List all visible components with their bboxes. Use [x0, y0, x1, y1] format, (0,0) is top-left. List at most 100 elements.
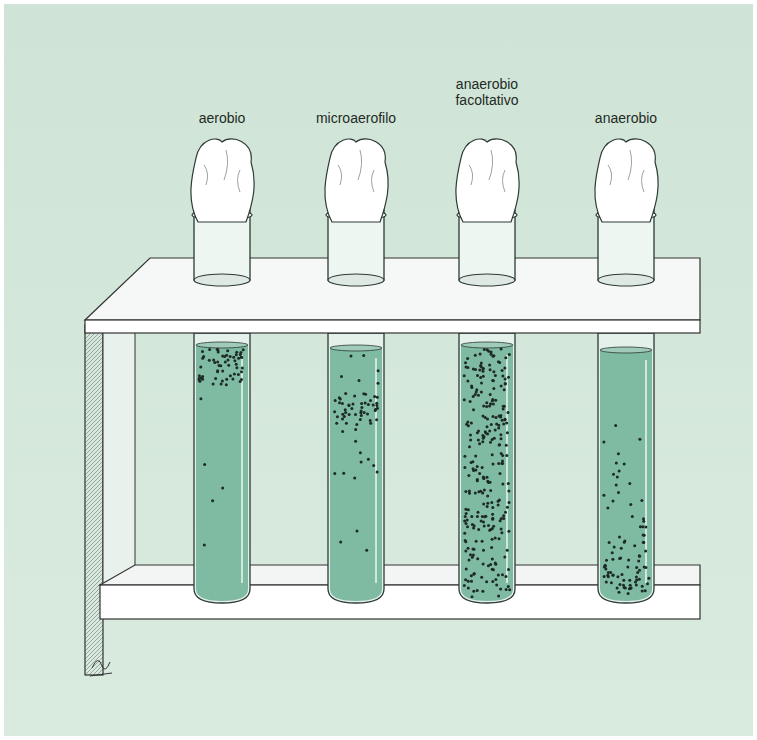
bacterium-dot	[505, 454, 508, 457]
bacterium-dot	[472, 548, 475, 551]
bacterium-dot	[505, 575, 508, 578]
bacterium-dot	[500, 531, 503, 534]
bacterium-dot	[486, 425, 489, 428]
bacterium-dot	[216, 370, 219, 373]
bacterium-dot	[611, 551, 614, 554]
bacterium-dot	[485, 401, 488, 404]
bacterium-dot	[644, 526, 647, 529]
bacterium-dot	[491, 506, 494, 509]
bacterium-dot	[333, 472, 336, 475]
bacterium-dot	[348, 404, 351, 407]
cotton-fibres	[338, 150, 374, 192]
bacterium-dot	[507, 490, 510, 493]
bacterium-dot	[488, 430, 491, 433]
bacterium-dot	[479, 490, 482, 493]
bacterium-dot	[227, 364, 230, 367]
bacterium-dot	[612, 500, 615, 503]
bacterium-dot	[348, 413, 351, 416]
glass-highlight	[241, 355, 243, 583]
bacterium-dot	[344, 392, 347, 395]
glass-highlight	[375, 358, 377, 583]
bacterium-dot	[505, 444, 508, 447]
bacterium-dot	[372, 404, 375, 407]
tube-necks	[191, 139, 658, 286]
bacterium-dot	[360, 406, 363, 409]
glass-highlight	[506, 355, 508, 583]
bacterium-dot	[483, 515, 486, 518]
bacterium-dot	[604, 564, 607, 567]
bacterium-dot	[202, 355, 205, 358]
bacterium-dot	[494, 578, 497, 581]
bacterium-dot	[198, 380, 201, 383]
bacterium-dot	[473, 524, 476, 527]
bacterium-dot	[353, 394, 356, 397]
bacterium-dot	[237, 357, 240, 360]
bacterium-dot	[491, 513, 494, 516]
bacterium-dot	[503, 367, 506, 370]
bacterium-dot	[347, 404, 350, 407]
bacterium-dot	[470, 515, 473, 518]
bacterium-dot	[467, 474, 470, 477]
bacterium-dot	[229, 374, 232, 377]
bacterium-dot	[482, 549, 485, 552]
bacterium-dot	[219, 364, 222, 367]
bacterium-dot	[217, 351, 220, 354]
bacterium-dot	[212, 383, 215, 386]
rack-hole	[328, 274, 384, 286]
bacterium-dot	[367, 458, 370, 461]
bacterium-dot	[490, 423, 493, 426]
bacterium-dot	[635, 575, 638, 578]
bacterium-dot	[502, 408, 505, 411]
bacterium-dot	[507, 482, 510, 485]
bacterium-dot	[490, 546, 493, 549]
bacterium-dot	[491, 379, 494, 382]
bacterium-dot	[643, 565, 646, 568]
bacterium-dot	[486, 502, 489, 505]
bacterium-dot	[638, 578, 641, 581]
bacterium-dot	[480, 362, 483, 365]
bacterium-dot	[232, 356, 235, 359]
bacterium-dot	[492, 379, 495, 382]
bacterium-dot	[492, 370, 495, 373]
bacterium-dot	[610, 581, 613, 584]
bacterium-dot	[463, 374, 466, 377]
bacterium-dot	[505, 588, 508, 591]
bacterium-dot	[237, 373, 240, 376]
bacterium-dot	[482, 503, 485, 506]
bacterium-dot	[235, 353, 238, 356]
cotton-plug	[325, 139, 388, 222]
bacterium-dot	[343, 415, 346, 418]
culture-medium	[461, 345, 513, 601]
bacterium-dot	[482, 370, 485, 373]
bacterium-dot	[497, 427, 500, 430]
bacterium-dot	[225, 378, 228, 381]
bacterium-dot	[354, 413, 357, 416]
bacterium-dot	[508, 353, 511, 356]
bacterium-dot	[465, 522, 468, 525]
meniscus	[461, 342, 513, 348]
bacterium-dot	[477, 429, 480, 432]
bacterium-dot	[358, 379, 361, 382]
bacterium-dot	[498, 443, 501, 446]
bacterium-dot	[503, 418, 506, 421]
bacterium-dot	[239, 380, 242, 383]
bacterium-dot	[464, 515, 467, 518]
rack-leg	[85, 325, 103, 675]
bacterium-dot	[463, 455, 466, 458]
bacterium-dot	[618, 536, 621, 539]
bacterium-dot	[482, 415, 485, 418]
bacterium-dot	[335, 422, 338, 425]
bacterium-dot	[475, 540, 478, 543]
bacterium-dot	[471, 556, 474, 559]
bacterium-dot	[345, 422, 348, 425]
bacterium-dot	[494, 399, 497, 402]
bacterium-dot	[612, 573, 615, 576]
bacterium-dot	[221, 486, 224, 489]
bacterium-dot	[474, 354, 477, 357]
bacterium-dot	[480, 520, 483, 523]
bacterium-dot	[486, 495, 489, 498]
bacterium-dot	[469, 434, 472, 437]
bacterium-dot	[463, 398, 466, 401]
bacterium-dot	[491, 580, 494, 583]
bacterium-dot	[500, 452, 503, 455]
